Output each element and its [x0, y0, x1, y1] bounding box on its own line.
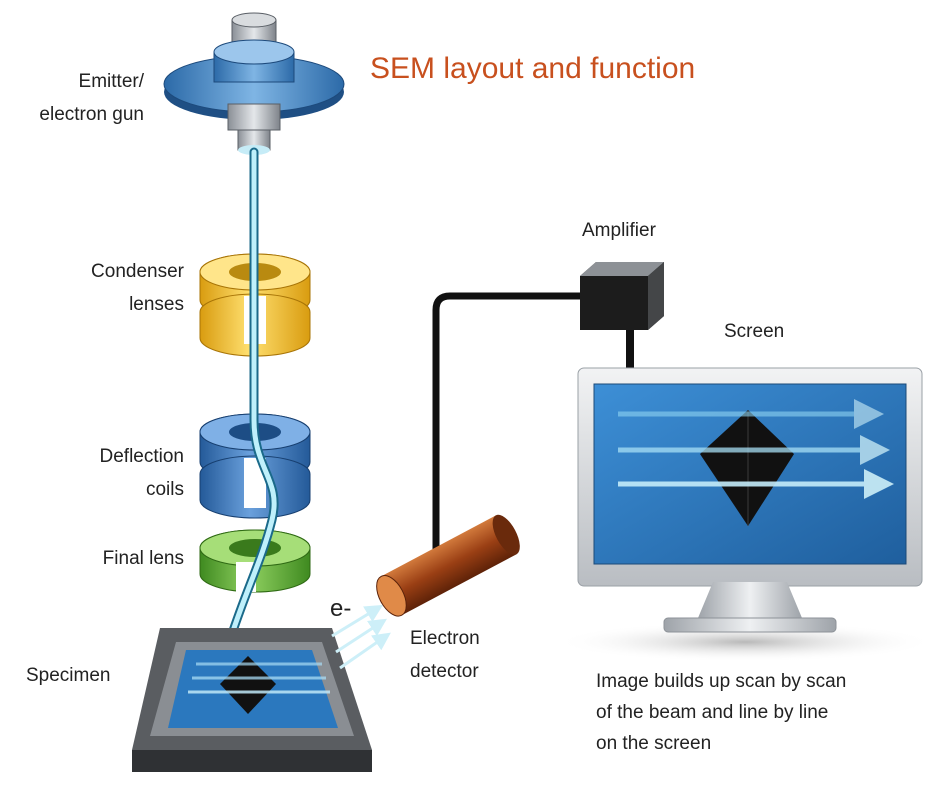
- label-screen: Screen: [724, 321, 785, 342]
- label-specimen: Specimen: [26, 665, 111, 686]
- diagram-title: SEM layout and function: [370, 52, 696, 85]
- amplifier: [580, 262, 664, 368]
- electron-gun: [163, 12, 345, 155]
- screen-scan-lines: [618, 399, 894, 499]
- electron-detector: [376, 514, 520, 617]
- label-final-lens: Final lens: [102, 548, 184, 569]
- secondary-electron-arrows: [331, 604, 391, 670]
- label-electron: e-: [330, 595, 352, 622]
- specimen-stage: [132, 628, 372, 772]
- label-amplifier: Amplifier: [582, 220, 656, 241]
- detector-cable: [432, 292, 582, 560]
- label-condenser-lenses: Condenser lenses: [91, 261, 184, 315]
- label-emitter: Emitter/ electron gun: [39, 71, 144, 125]
- label-electron-detector: Electron detector: [410, 628, 480, 682]
- scan-caption: Image builds up scan by scan of the beam…: [596, 671, 847, 754]
- monitor: [555, 367, 935, 662]
- electron-beam: [195, 147, 315, 710]
- label-deflection-coils: Deflection coils: [99, 446, 185, 500]
